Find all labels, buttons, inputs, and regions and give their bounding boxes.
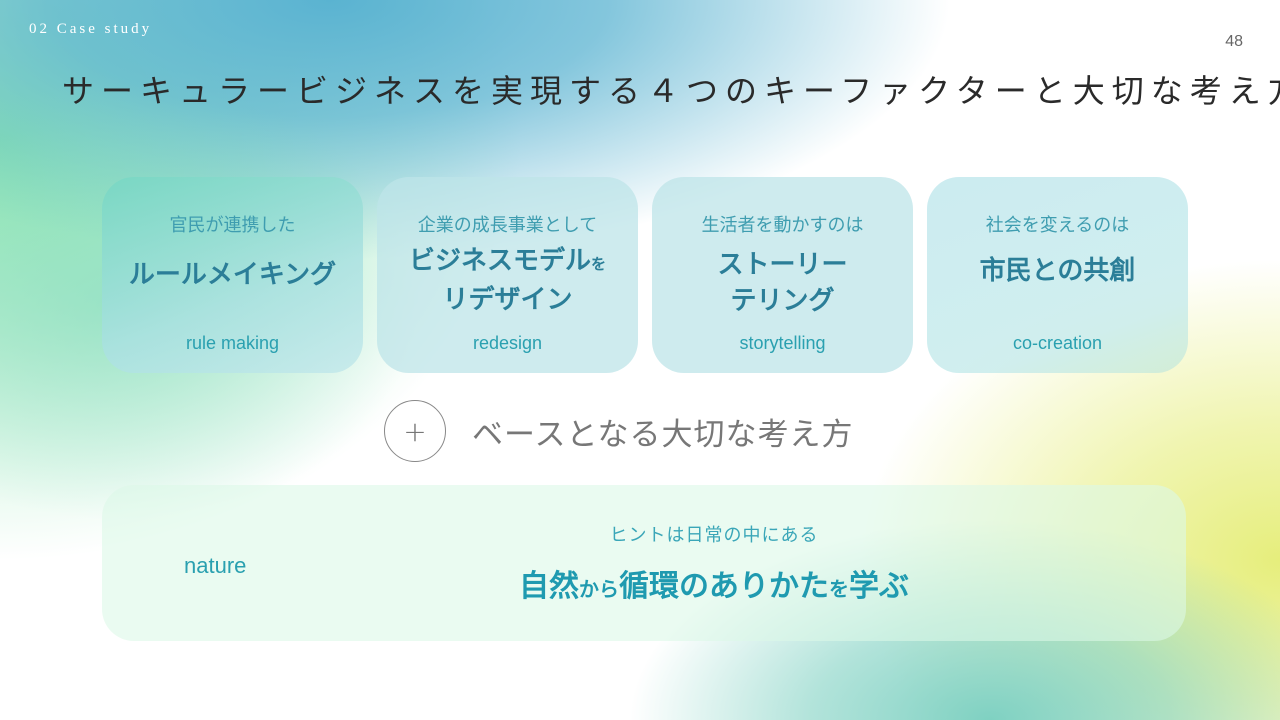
- base-heading-row: + ベースとなる大切な考え方: [384, 400, 854, 462]
- factor-lead: 企業の成長事業として: [417, 215, 598, 236]
- factor-lead: 官民が連携した: [169, 215, 296, 236]
- base-heading: ベースとなる大切な考え方: [472, 416, 854, 453]
- slide-title: サーキュラービジネスを実現する４つのキーファクターと大切な考え方: [62, 72, 1280, 110]
- factor-main: ルールメイキング: [128, 260, 337, 290]
- page-number: 48: [1225, 33, 1243, 50]
- base-concept-panel: nature ヒントは日常の中にある 自然から循環のありかたを学ぶ: [102, 485, 1186, 641]
- plus-icon: +: [384, 400, 446, 462]
- factor-card-co-creation: 社会を変えるのは 市民との共創 co-creation: [927, 177, 1188, 373]
- factor-en: rule making: [185, 333, 280, 353]
- section-label: 02 Case study: [29, 21, 153, 37]
- base-main: 自然から循環のありかたを学ぶ: [519, 569, 909, 604]
- factor-lead: 生活者を動かすのは: [701, 215, 864, 236]
- factor-main: ストーリーテリング: [717, 250, 848, 316]
- factor-card-rule-making: 官民が連携した ルールメイキング rule making: [102, 177, 363, 373]
- factor-en: storytelling: [739, 333, 826, 353]
- key-factor-cards: 官民が連携した ルールメイキング rule making 企業の成長事業として …: [102, 177, 1188, 373]
- base-en: nature: [184, 553, 247, 578]
- factor-en: co-creation: [1012, 333, 1103, 353]
- factor-lead: 社会を変えるのは: [985, 215, 1130, 236]
- factor-card-redesign: 企業の成長事業として ビジネスモデルをリデザイン redesign: [377, 177, 638, 373]
- factor-card-storytelling: 生活者を動かすのは ストーリーテリング storytelling: [652, 177, 913, 373]
- base-lead: ヒントは日常の中にある: [609, 525, 819, 546]
- factor-main: 市民との共創: [979, 256, 1136, 286]
- factor-main: ビジネスモデルをリデザイン: [408, 246, 607, 315]
- factor-en: redesign: [472, 333, 543, 353]
